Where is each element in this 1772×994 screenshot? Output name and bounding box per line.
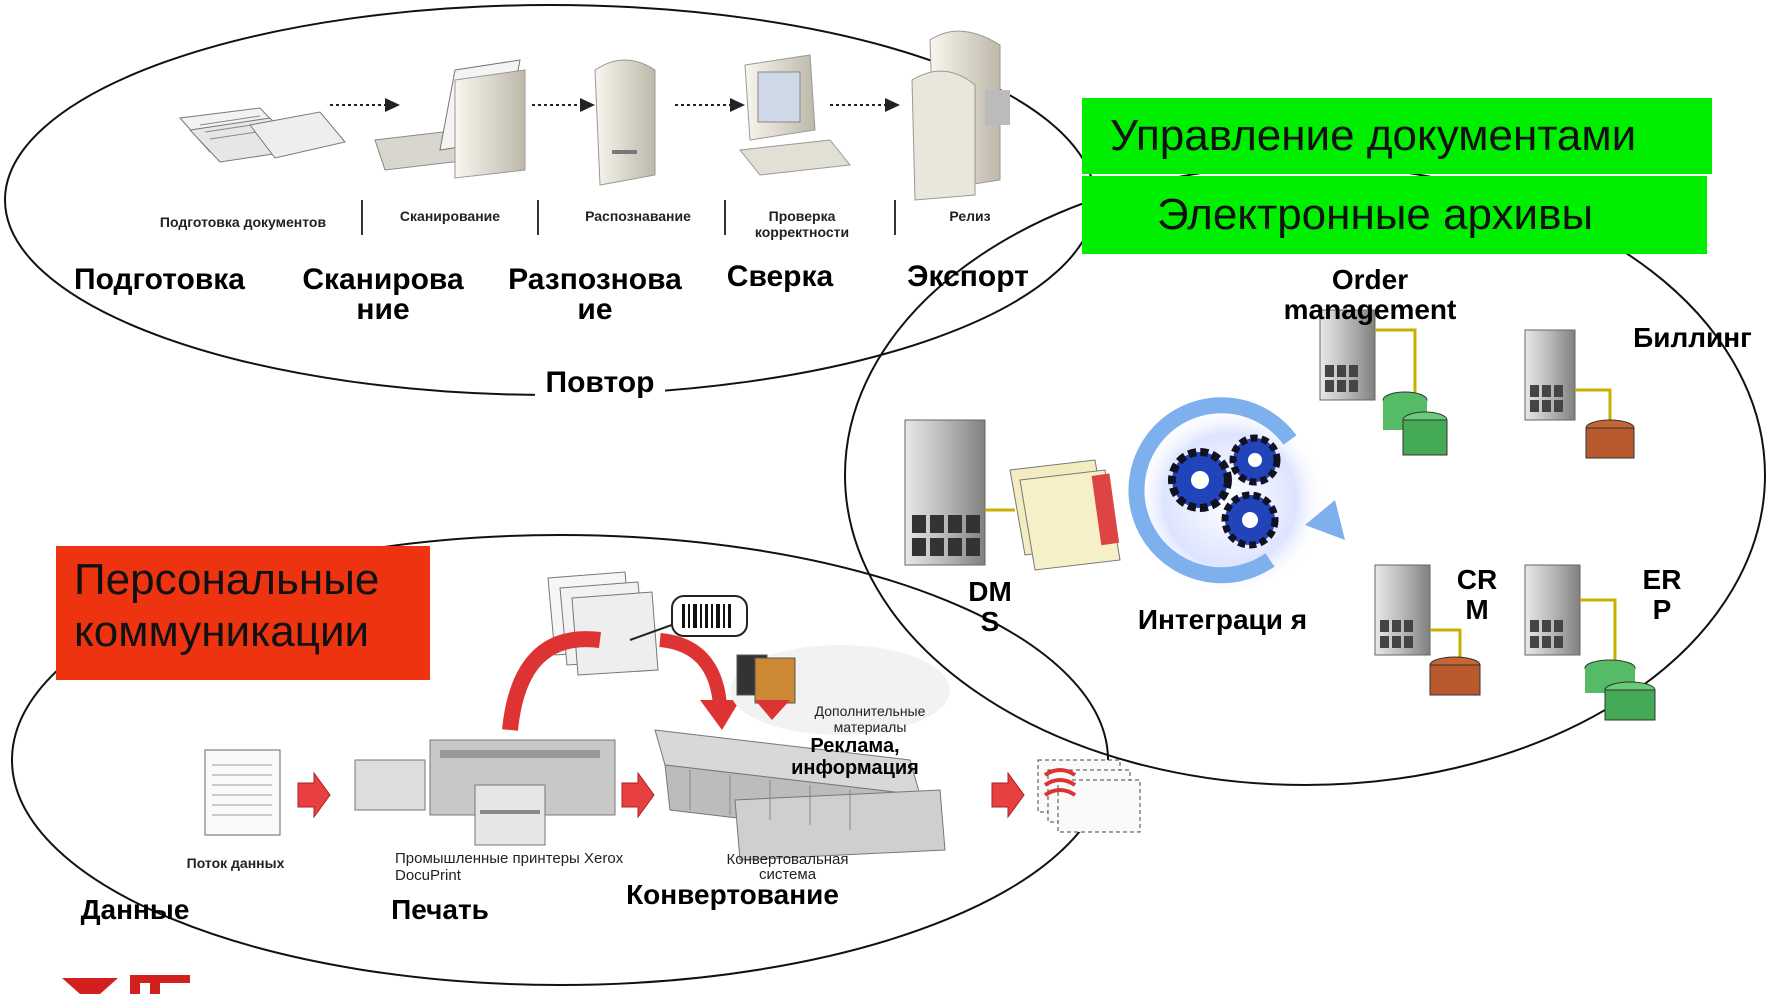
erp-label: ER P <box>1642 564 1682 625</box>
step-scan: Сканирова ние <box>302 263 464 326</box>
extra-materials-label: Дополнительные материалы <box>814 703 926 735</box>
document-stack-icon <box>178 107 346 163</box>
step-recognize: Разпознова ие <box>508 263 682 326</box>
personal-comm-header: Персональные коммуникации <box>56 546 430 680</box>
dms-server-icon <box>904 419 1121 571</box>
industrial-printer-icon <box>354 739 616 846</box>
scanner-icon <box>374 59 526 179</box>
step-export: Экспорт <box>907 260 1029 293</box>
computer-monitor-icon <box>739 54 851 176</box>
server-pair-icon <box>911 30 1010 201</box>
curved-red-arrow-icon <box>502 631 740 731</box>
step-prepare: Подготовка <box>74 263 245 296</box>
data-label: Данные <box>80 894 190 925</box>
order-server-icon <box>1319 309 1448 456</box>
inserter-machine-icon <box>654 729 946 861</box>
brochure-icon <box>730 645 950 735</box>
crm-server-icon <box>1374 564 1481 696</box>
step-label-release: Релиз <box>949 208 991 224</box>
dotted-arrow-icon <box>330 98 900 112</box>
insert-system-label: Конвертовальная система <box>726 851 849 883</box>
server-tower-icon <box>594 59 656 186</box>
printers-label: Промышленные принтеры Xerox DocuPrint <box>395 850 624 884</box>
step-separators <box>361 200 896 235</box>
barcode-bubble-icon <box>671 595 748 637</box>
e-archives-header: Электронные архивы <box>1082 176 1707 254</box>
step-label-prepare-docs: Подготовка документов <box>159 214 327 230</box>
billing-label: Биллинг <box>1633 322 1752 353</box>
envelope-stack-icon <box>1037 759 1141 833</box>
doc-management-header: Управление документами <box>1082 98 1712 174</box>
data-stream-label: Поток данных <box>186 855 285 871</box>
billing-server-icon <box>1524 329 1635 459</box>
xerox-logo-icon <box>62 975 190 994</box>
repeat-label: Повтор <box>535 368 665 398</box>
envelope-label: Конвертование <box>626 879 839 910</box>
data-sheet-icon <box>204 749 281 836</box>
print-label: Печать <box>391 894 489 925</box>
order-management-label: Order management <box>1283 264 1457 325</box>
gear-integration-icon <box>1128 397 1345 595</box>
step-verify: Сверка <box>726 260 834 293</box>
step-label-recognition: Распознавание <box>585 208 691 224</box>
step-label-verification: Проверка корректности <box>754 208 850 240</box>
red-block-arrow-icon <box>297 771 1025 819</box>
integration-label: Интеграци я <box>1137 604 1308 635</box>
dms-label: DM S <box>968 576 1012 637</box>
crm-label: CR M <box>1456 564 1498 625</box>
erp-server-icon <box>1524 564 1656 721</box>
form-stack-icon <box>547 571 681 676</box>
step-label-scanning: Сканирование <box>399 208 501 224</box>
ads-label: Реклама, информация <box>791 735 919 779</box>
